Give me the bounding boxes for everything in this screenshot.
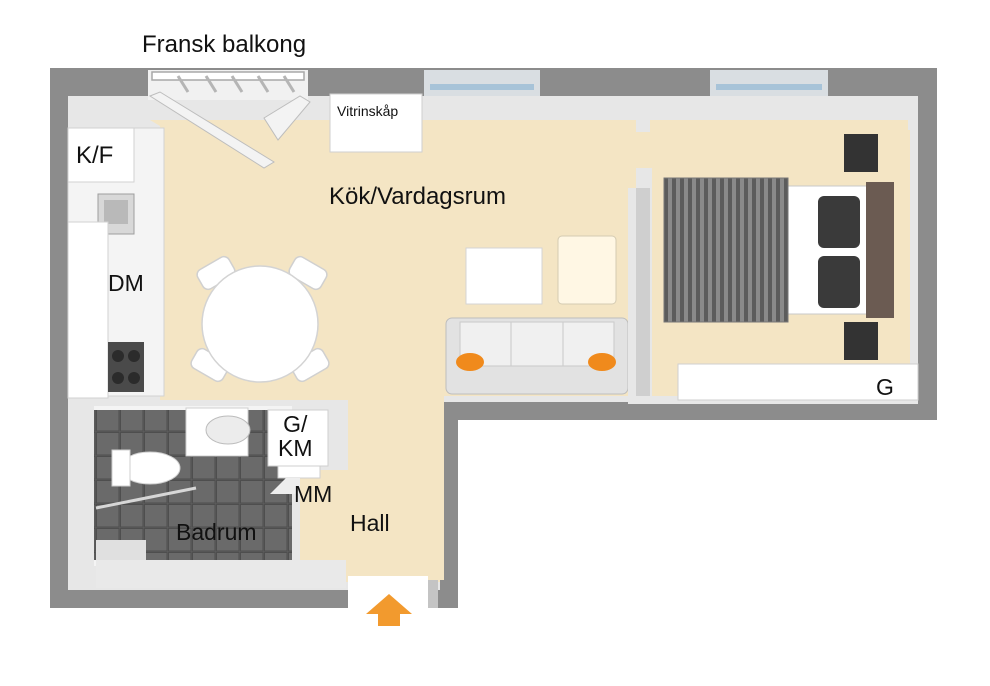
- bedroom-wardrobe-label: G: [876, 374, 894, 400]
- dining-set: [190, 255, 330, 383]
- display-cabinet: [329, 93, 423, 153]
- hall-label: Hall: [350, 510, 390, 536]
- display-cabinet-label: Vitrinskåp: [337, 103, 399, 119]
- sofa: [445, 317, 629, 395]
- fridge-freezer-label: K/F: [76, 142, 114, 169]
- coffee-tables: [465, 235, 617, 305]
- dishwasher-label: DM: [108, 270, 144, 296]
- bathroom-label: Badrum: [176, 519, 257, 545]
- bedroom-wardrobe: [677, 363, 919, 401]
- french-balcony: [148, 70, 311, 169]
- kitchen-living-label: Kök/Vardagsrum: [329, 183, 506, 210]
- entry-arrow-icon: [366, 594, 412, 626]
- windows: [424, 70, 828, 96]
- bathroom: [94, 406, 346, 588]
- title-label: Fransk balkong: [142, 31, 307, 58]
- washing-machine-label: MM: [294, 481, 333, 507]
- bed: [663, 134, 894, 360]
- bath-wardrobe-label: G/ KM: [278, 411, 313, 462]
- kitchen-units: [67, 127, 165, 399]
